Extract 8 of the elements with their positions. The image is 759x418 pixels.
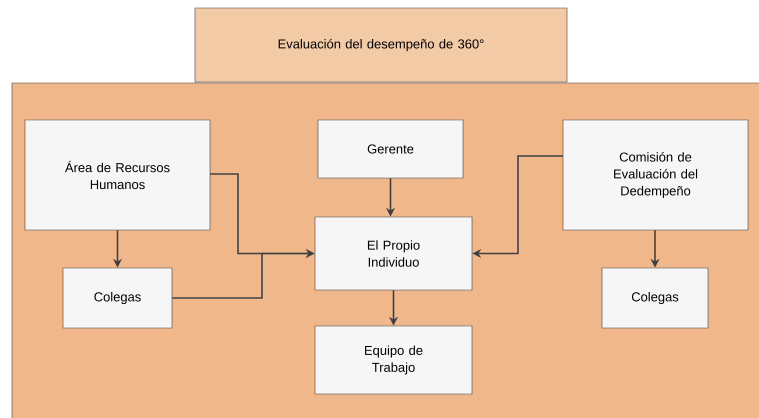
process-box: Equipo de Trabajo bbox=[314, 326, 472, 394]
process-box: Colegas bbox=[62, 268, 172, 328]
process-box: Gerente bbox=[318, 120, 464, 178]
title-box: Evaluación del desempeño de 360° bbox=[194, 8, 568, 82]
process-box: Área de Recursos Humanos bbox=[24, 120, 210, 230]
process-box: Colegas bbox=[602, 268, 708, 328]
process-box: Comisión de Evaluación del Dedempeño bbox=[562, 120, 748, 230]
process-box: El Propio Individuo bbox=[314, 216, 472, 290]
